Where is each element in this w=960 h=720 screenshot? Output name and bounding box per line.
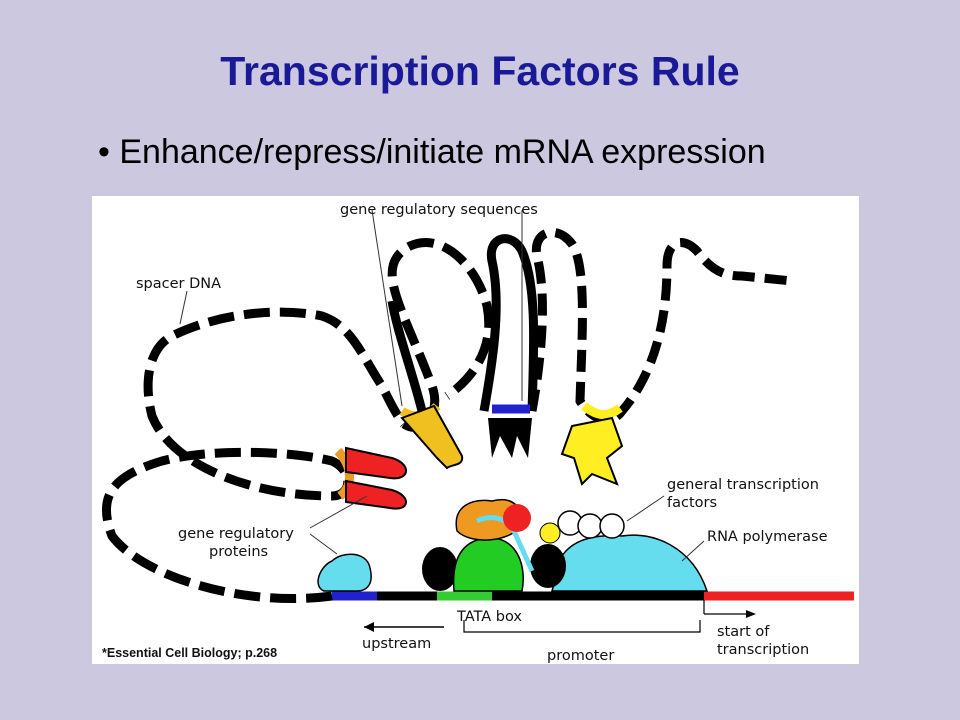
transcription-diagram: gene regulatory sequences spacer DNA gen…	[92, 196, 859, 664]
leader-sequence-left	[371, 209, 403, 407]
label-general-tf-line1: general transcription	[667, 477, 819, 493]
dna-loop-3	[527, 228, 793, 425]
label-start-line1: start of	[717, 624, 770, 640]
label-start-line2: transcription	[717, 642, 809, 658]
bullet-marker: •	[98, 133, 110, 171]
tfiid-protein	[452, 537, 524, 592]
spacer-dna-loop-left	[102, 307, 408, 604]
leader-spacer	[179, 290, 188, 325]
activator-bound-site	[334, 447, 354, 500]
source-credit: *Essential Cell Biology; p.268	[102, 646, 278, 660]
leader-rna-polymerase	[681, 540, 705, 562]
label-promoter: promoter	[547, 648, 614, 664]
rna-polymerase-shape	[551, 534, 709, 592]
label-gene-regulatory-proteins-line1: gene regulatory	[178, 526, 294, 542]
leader-regulatory-proteins-1	[309, 495, 368, 529]
diagram-svg: gene regulatory sequences spacer DNA gen…	[102, 202, 854, 664]
bullet-point: • Enhance/repress/initiate mRNA expressi…	[98, 133, 766, 172]
slide-title: Transcription Factors Rule	[220, 48, 740, 94]
leader-general-tf	[626, 495, 665, 522]
bullet-text: Enhance/repress/initiate mRNA expression	[119, 133, 766, 171]
red-general-tf	[503, 504, 531, 532]
general-tf-black-2	[530, 544, 566, 588]
upstream-arrow-head	[364, 622, 374, 632]
gold-regulatory-protein	[400, 404, 464, 470]
red-activator-protein	[345, 446, 407, 510]
general-tf-black-1	[422, 547, 458, 591]
start-arrow-head	[746, 610, 756, 618]
leader-regulatory-proteins-2	[309, 533, 338, 555]
label-spacer-dna: spacer DNA	[136, 276, 221, 292]
label-tata-box: TATA box	[456, 609, 522, 625]
yellow-regulatory-protein	[560, 416, 624, 486]
dna-loop-2	[387, 234, 539, 413]
yellow-general-tf	[539, 522, 561, 544]
black-regulatory-protein	[488, 418, 532, 458]
promoter-bracket	[463, 620, 701, 633]
label-rna-polymerase: RNA polymerase	[707, 529, 828, 545]
label-gene-regulatory-proteins-line2: proteins	[209, 544, 268, 560]
dna-loop-1	[387, 237, 494, 432]
white-general-tf-3	[599, 513, 625, 539]
gene-regulatory-protein-cyan	[317, 553, 372, 592]
white-general-tf-2	[577, 513, 603, 539]
label-general-tf-line2: factors	[667, 495, 717, 511]
label-upstream: upstream	[362, 636, 431, 652]
label-gene-regulatory-sequences: gene regulatory sequences	[340, 202, 538, 218]
regulatory-site-right	[581, 402, 623, 419]
